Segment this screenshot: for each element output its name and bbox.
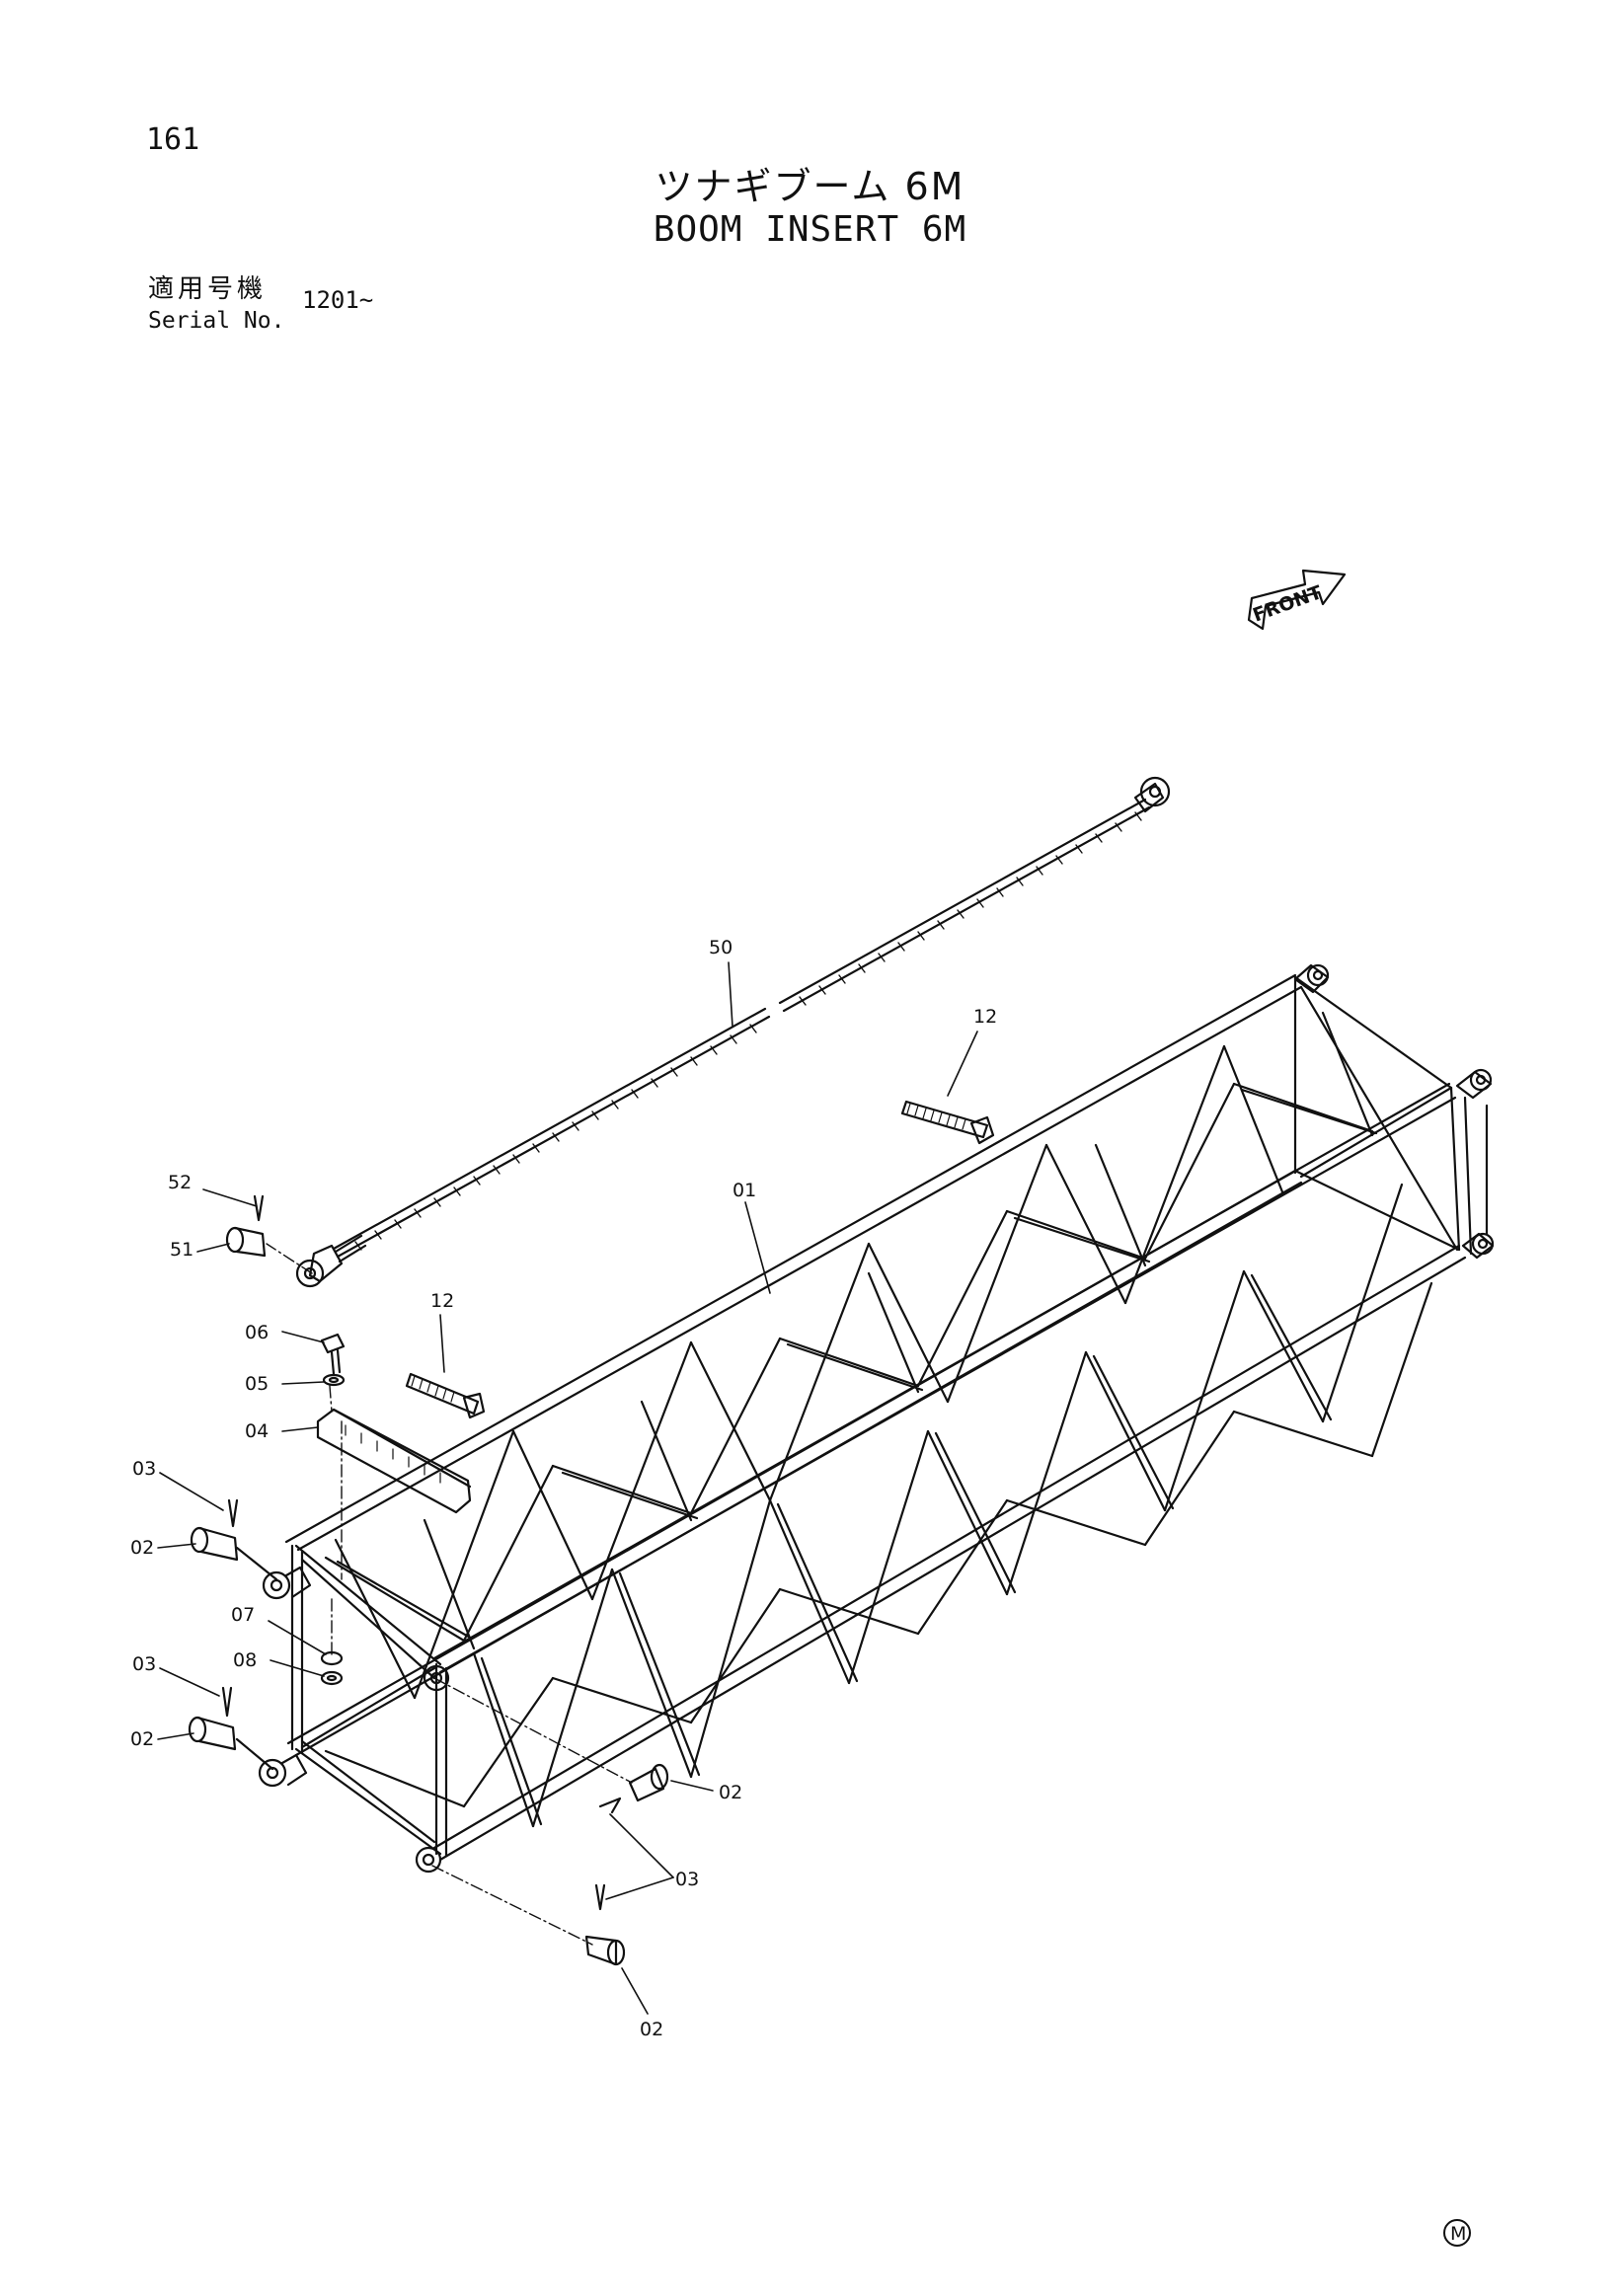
callout-02-lower: 02 xyxy=(130,1728,154,1750)
callout-50: 50 xyxy=(709,937,733,958)
callout-03-lower: 03 xyxy=(132,1653,156,1675)
boom-frame-01 xyxy=(258,963,1495,1874)
diagram-title-japanese: ツナギブーム 6M xyxy=(655,165,965,208)
pendant-rope-50 xyxy=(295,776,1171,1288)
footer-mark-letter: M xyxy=(1450,2223,1466,2245)
callout-04: 04 xyxy=(245,1420,269,1442)
callout-02-upper: 02 xyxy=(130,1537,154,1559)
pin-02-bottom xyxy=(584,1935,626,1966)
cotter-52 xyxy=(253,1194,265,1222)
cotter-03-lower-left xyxy=(221,1686,233,1718)
washer-08 xyxy=(320,1670,344,1686)
pin-02-middle-right xyxy=(628,1763,669,1802)
bolt-12-upper xyxy=(900,1100,995,1145)
cotter-03-middle-right xyxy=(598,1797,622,1814)
pin-02-lower-left xyxy=(188,1716,274,1771)
washer-05 xyxy=(322,1373,346,1387)
callout-52: 52 xyxy=(168,1172,192,1193)
diagram-title-english: BOOM INSERT 6M xyxy=(653,209,967,250)
callout-12-upper: 12 xyxy=(973,1006,997,1028)
cotter-03-bottom xyxy=(594,1883,606,1911)
callout-05: 05 xyxy=(245,1373,269,1395)
callout-03-middle: 03 xyxy=(675,1869,699,1890)
footer-mark: M xyxy=(1443,2219,1471,2247)
callout-06: 06 xyxy=(245,1322,269,1343)
serial-label-english: Serial No. xyxy=(148,308,285,334)
callout-02-middle: 02 xyxy=(719,1782,742,1803)
callout-51: 51 xyxy=(170,1239,193,1261)
cotter-03-upper-left xyxy=(227,1498,239,1528)
callout-03-upper: 03 xyxy=(132,1458,156,1480)
plate-04 xyxy=(316,1408,472,1514)
serial-number-range: 1201~ xyxy=(302,286,374,314)
socket-pin-51 xyxy=(225,1226,267,1258)
callout-02-bottom: 02 xyxy=(640,2019,663,2040)
callout-07: 07 xyxy=(231,1604,255,1626)
front-arrow-icon: FRONT xyxy=(1247,569,1347,631)
page-number: 161 xyxy=(146,122,200,157)
bolt-12-lower xyxy=(405,1372,486,1419)
callout-01: 01 xyxy=(733,1180,756,1201)
bolt-06 xyxy=(320,1333,346,1376)
callout-08: 08 xyxy=(233,1649,257,1671)
pin-02-upper-left xyxy=(190,1526,278,1581)
callout-12-lower: 12 xyxy=(430,1290,454,1312)
serial-label-japanese: 適用号機 xyxy=(148,274,268,304)
